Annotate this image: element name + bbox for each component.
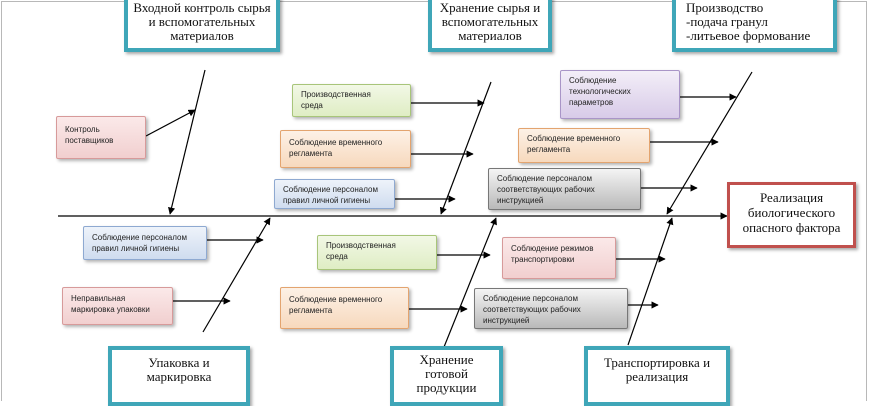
cause-wrong-marking: Неправильная маркировка упаковки bbox=[62, 287, 173, 325]
category-production: Производство -подача гранул -литьевое фо… bbox=[672, 0, 837, 52]
cause-tech-params: Соблюдение технологических параметров bbox=[560, 70, 680, 119]
cause-work-instr-bottom: Соблюдение персоналом соответствующих ра… bbox=[474, 288, 628, 329]
category-product-storage: Хранение готовой продукции bbox=[390, 346, 503, 406]
bone-raw-storage bbox=[439, 81, 492, 215]
category-transport: Транспортировка и реализация bbox=[584, 346, 730, 406]
bone-transport bbox=[627, 217, 674, 346]
cause-time-reg-prod: Соблюдение временного регламента bbox=[518, 128, 650, 163]
cause-work-instr-top: Соблюдение персоналом соответствующих ра… bbox=[488, 168, 641, 210]
cause-time-reg-bottom: Соблюдение временного регламента bbox=[280, 287, 409, 329]
category-packaging: Упаковка и маркировка bbox=[108, 346, 250, 406]
cause-hygiene-top: Соблюдение персоналом правил личной гиги… bbox=[274, 179, 395, 209]
cause-production-env-bottom: Производственная среда bbox=[317, 235, 437, 270]
cause-production-env-top: Производственная среда bbox=[292, 84, 411, 117]
arrow-supplier-control bbox=[145, 109, 196, 137]
effect-box: Реализация биологического опасного факто… bbox=[727, 182, 856, 248]
cause-hygiene-bottom: Соблюдение персоналом правил личной гиги… bbox=[83, 226, 207, 260]
cause-time-reg-top: Соблюдение временного регламента bbox=[280, 130, 411, 168]
category-raw-storage: Хранение сырья и вспомогательных материа… bbox=[428, 0, 552, 52]
cause-supplier-control: Контроль поставщиков bbox=[56, 116, 146, 159]
bone-packaging bbox=[202, 217, 271, 333]
bone-production bbox=[666, 71, 753, 215]
bone-product-storage bbox=[443, 217, 497, 348]
bone-input-control bbox=[168, 69, 206, 215]
category-input-control: Входной контроль сырья и вспомогательных… bbox=[124, 0, 280, 52]
cause-transport-modes: Соблюдение режимов транспортировки bbox=[502, 237, 616, 279]
